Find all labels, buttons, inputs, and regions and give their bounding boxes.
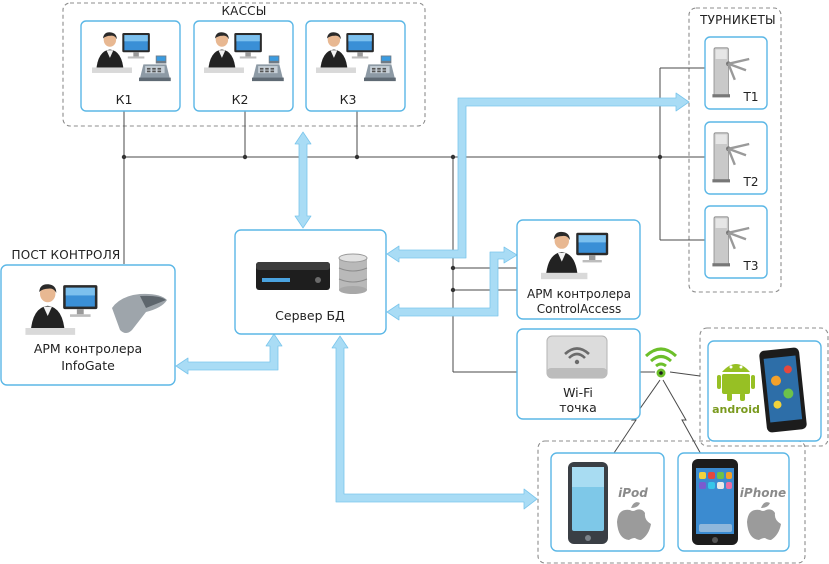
arrow-server-apple: [331, 335, 538, 510]
wifi-line2: точка: [559, 400, 597, 415]
turnstile-t1: Т1: [704, 36, 768, 110]
controlaccess-line2: ControlAccess: [537, 302, 621, 316]
controlaccess-workstation: АРМ контролера ControlAccess: [516, 219, 641, 320]
cashier-k1-label: К1: [116, 92, 133, 107]
turnstile-t3-label: Т3: [743, 259, 759, 273]
wiring: [121, 67, 705, 457]
iphone-phone-icon: [692, 459, 738, 545]
post-control-title: ПОСТ КОНТРОЛЯ: [12, 248, 121, 262]
turnstile-t1-label: Т1: [743, 90, 759, 104]
android-phone-icon: [759, 347, 807, 433]
apple-group: [537, 440, 806, 564]
turnstiles-group: [688, 7, 782, 293]
cashiers-group-title: КАССЫ: [221, 4, 266, 18]
infogate-workstation: АРМ контролера InfoGate: [0, 264, 176, 386]
ipod-device: iPod: [550, 452, 665, 552]
android-robot-icon: [717, 364, 755, 401]
cashier-k2: К2: [193, 20, 294, 112]
apple-logo-icon: [617, 502, 651, 540]
arrow-server-turnstiles: [386, 92, 690, 263]
cashier-k3-label: К3: [340, 92, 357, 107]
cashier-k2-label: К2: [232, 92, 249, 107]
android-group: [699, 327, 829, 447]
turnstile-t2-label: Т2: [743, 175, 759, 189]
cashier-k1: К1: [80, 20, 181, 112]
infogate-line1: АРМ контролера: [34, 341, 142, 356]
android-device: android: [707, 340, 822, 442]
ipod-player-icon: [568, 462, 608, 544]
arrow-cashiers-server: [294, 131, 312, 229]
wifi-point: Wi-Fi точка: [516, 328, 641, 420]
iphone-label: iPhone: [740, 486, 786, 500]
barcode-scanner-icon: [112, 293, 167, 333]
arrow-infogate-server: [175, 333, 283, 375]
turnstile-t2: Т2: [704, 121, 768, 195]
cashier-k3: К3: [305, 20, 406, 112]
server-label: Сервер БД: [275, 308, 345, 323]
wifi-line1: Wi-Fi: [563, 385, 593, 400]
apple-logo-icon: [747, 502, 781, 540]
database-icon: [338, 253, 368, 294]
server-unit-icon: [256, 262, 330, 290]
data-flow-arrows: [175, 92, 690, 510]
iphone-device: iPhone: [677, 452, 790, 552]
cashiers-group: [62, 2, 426, 127]
android-logo-text: android: [712, 403, 760, 416]
ipod-label: iPod: [618, 486, 648, 500]
controlaccess-line1: АРМ контролера: [527, 287, 631, 301]
wifi-signal-icon: [644, 347, 678, 378]
turnstile-t3: Т3: [704, 205, 768, 279]
infogate-line2: InfoGate: [61, 358, 115, 373]
wifi-router-icon: [546, 335, 608, 379]
turnstiles-group-title: ТУРНИКЕТЫ: [699, 13, 776, 27]
server-db: Сервер БД: [234, 229, 387, 335]
